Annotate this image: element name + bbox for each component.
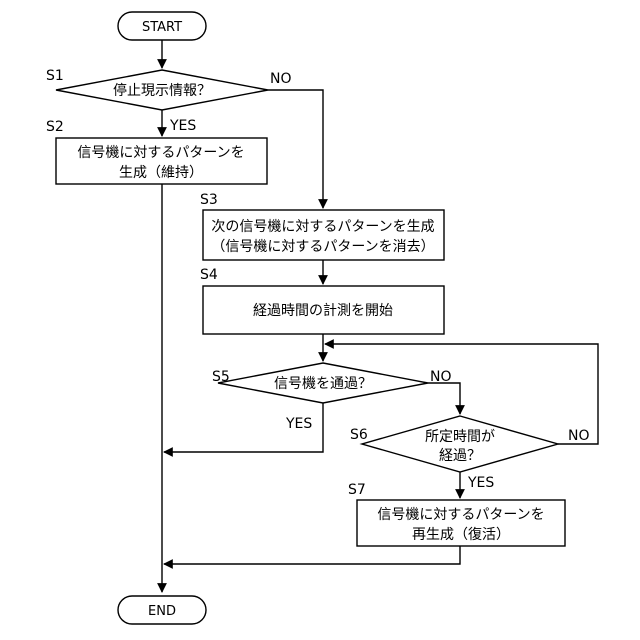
s3-text-line1: 次の信号機に対するパターンを生成 <box>211 219 434 235</box>
process-s4: 経過時間の計測を開始 <box>203 286 444 334</box>
start-terminal: START <box>118 12 206 40</box>
process-s7: 信号機に対するパターンを 再生成（復活） <box>357 500 565 546</box>
s6-yes-label: YES <box>467 475 494 491</box>
s3-step-label: S3 <box>200 192 218 208</box>
end-label: END <box>148 604 176 619</box>
s7-text-line2: 再生成（復活） <box>412 526 510 543</box>
connector-s7-merge <box>164 546 460 564</box>
s6-no-label: NO <box>568 428 590 444</box>
s6-step-label: S6 <box>350 427 368 443</box>
s7-text-line1: 信号機に対するパターンを <box>377 507 544 523</box>
s3-text-line2: （信号機に対するパターンを消去） <box>211 239 434 255</box>
s1-yes-label: YES <box>169 118 196 134</box>
end-terminal: END <box>118 596 206 624</box>
s2-text-line2: 生成（維持） <box>119 165 203 181</box>
s4-text: 経過時間の計測を開始 <box>253 303 393 319</box>
decision-s5: 信号機を通過？ <box>218 363 428 403</box>
s6-text-line2: 経過？ <box>439 448 481 464</box>
decision-s6: 所定時間が 経過？ <box>362 416 558 472</box>
process-s3: 次の信号機に対するパターンを生成 （信号機に対するパターンを消去） <box>203 210 444 260</box>
s4-step-label: S4 <box>200 267 218 283</box>
s1-no-label: NO <box>270 71 292 87</box>
s2-text-line1: 信号機に対するパターンを <box>77 145 244 161</box>
process-s2: 信号機に対するパターンを 生成（維持） <box>56 138 267 184</box>
decision-s1: 停止現示情報？ <box>56 70 268 110</box>
s7-step-label: S7 <box>348 482 366 498</box>
s1-text: 停止現示情報？ <box>113 82 211 99</box>
connector-s1-no-s3 <box>268 90 323 208</box>
s1-step-label: S1 <box>46 68 64 84</box>
s5-yes-label: YES <box>285 416 312 432</box>
connector-s5-no-s6 <box>428 383 460 414</box>
s5-text: 信号機を通過？ <box>274 376 372 392</box>
s2-step-label: S2 <box>46 119 64 135</box>
start-label: START <box>142 20 182 35</box>
s6-text-line1: 所定時間が <box>425 429 495 445</box>
